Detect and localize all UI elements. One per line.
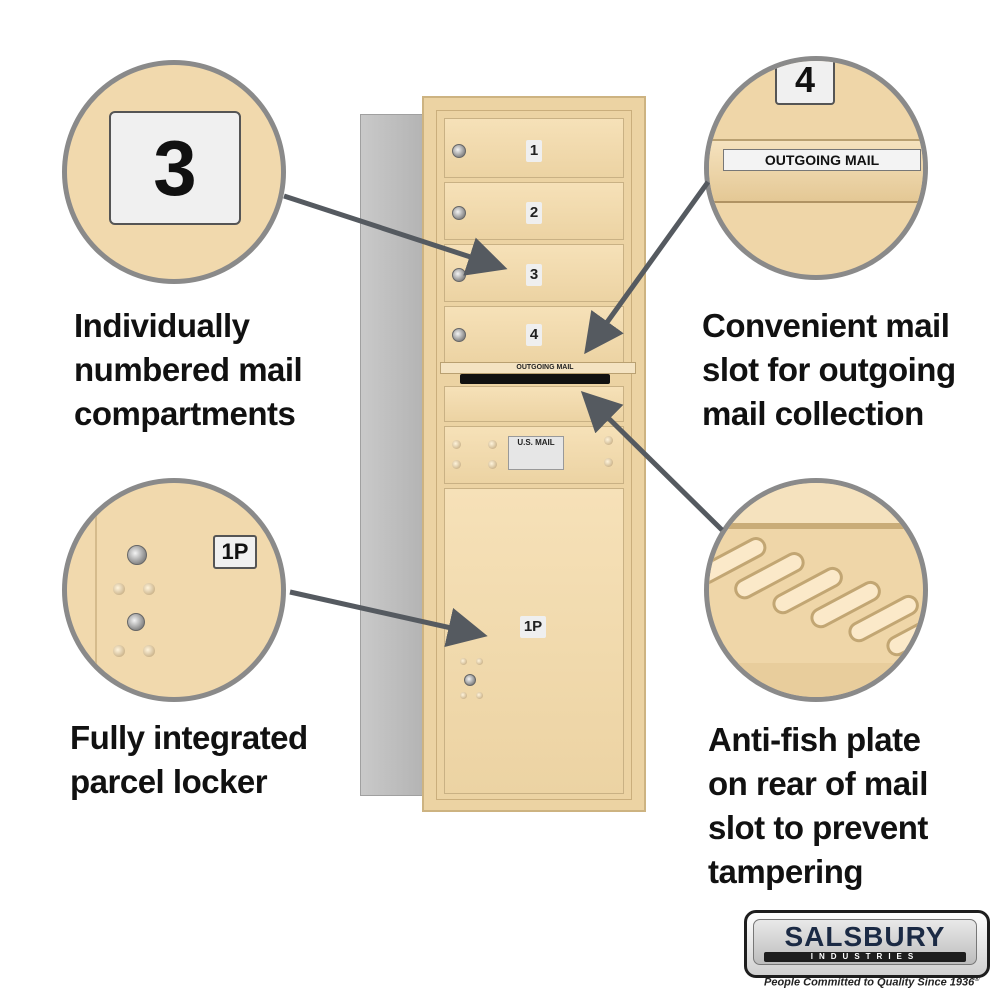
parcel-callout-rivet [113,645,125,657]
usmail-label: U.S. MAIL [517,438,555,447]
callout-outgoing-mail: 4 OUTGOING MAIL [704,56,928,280]
anti-fish-plate-illustration [709,483,923,697]
parcel-rivet [476,658,483,665]
callout-compartment-number: 3 [62,60,286,284]
caption-line: on rear of mail [708,765,928,802]
outgoing-callout-label: OUTGOING MAIL [723,149,921,171]
brand-tagline: People Committed to Quality Since 1936® [764,976,1000,989]
mailbox-unit: 1 2 3 4 OUTGOING MAIL U.S. MAIL 1P [360,96,650,812]
caption-line: mail collection [702,395,924,432]
panel-rivet [452,460,461,469]
outgoing-slot-lip [440,362,636,374]
parcel-callout-rivet [143,583,155,595]
door-number-label: 2 [526,202,542,224]
parcel-door-edge [95,483,97,697]
panel-rivet [604,458,613,467]
parcel-rivet [476,692,483,699]
salsbury-logo: SALSBURY INDUSTRIES [744,910,990,978]
parcel-locker-label: 1P [520,616,546,638]
parcel-callout-label: 1P [213,535,257,569]
outgoing-mail-slot [460,374,610,384]
caption-line: Convenient mail [702,307,950,344]
callout-parcel-locker: 1P [62,478,286,702]
caption-line: tampering [708,853,864,890]
caption-line: Fully integrated [70,719,308,756]
door-number-label: 1 [526,140,542,162]
caption-line: Anti-fish plate [708,721,921,758]
mailbox-side-panel [360,114,430,796]
logo-subtitle: INDUSTRIES [810,952,920,961]
caption-line: parcel locker [70,763,268,800]
door-number-label: 4 [526,324,542,346]
logo-subtitle-bar: INDUSTRIES [764,952,966,962]
panel-rivet [604,436,613,445]
outgoing-slot-label: OUTGOING MAIL [516,364,574,371]
outgoing-number-plate: 4 [775,61,835,105]
panel-rivet [452,440,461,449]
callout-anti-fish-plate [704,478,928,702]
registered-mark: ® [974,976,980,983]
caption-line: numbered mail [74,351,303,388]
panel-rivet [488,460,497,469]
parcel-callout-lock-icon [127,613,145,631]
door-lock-icon [452,328,466,342]
parcel-locker-door [444,488,624,794]
caption-antifish: Anti-fish plate on rear of mail slot to … [708,718,928,894]
door-number-label: 3 [526,264,542,286]
door-lock-icon [452,144,466,158]
panel-rivet [488,440,497,449]
caption-line: Individually [74,307,250,344]
parcel-callout-rivet [143,645,155,657]
door-lock-icon [452,268,466,282]
outgoing-slot-panel [444,386,624,422]
caption-line: slot for outgoing [702,351,956,388]
parcel-callout-rivet [113,583,125,595]
logo-name: SALSBURY [784,921,946,952]
caption-compartments: Individually numbered mail compartments [74,304,303,436]
caption-line: slot to prevent [708,809,928,846]
caption-outgoing: Convenient mail slot for outgoing mail c… [702,304,956,436]
compartment-number-plate: 3 [109,111,241,225]
caption-line: compartments [74,395,296,432]
logo-inner: SALSBURY INDUSTRIES [753,919,977,965]
usmail-plate: U.S. MAIL [508,436,564,470]
parcel-callout-lock-icon [127,545,147,565]
parcel-rivet [460,658,467,665]
tagline-text: People Committed to Quality Since 1936 [764,976,975,989]
door-lock-icon [452,206,466,220]
caption-parcel: Fully integrated parcel locker [70,716,308,804]
parcel-rivet [460,692,467,699]
parcel-lock-icon [464,674,476,686]
